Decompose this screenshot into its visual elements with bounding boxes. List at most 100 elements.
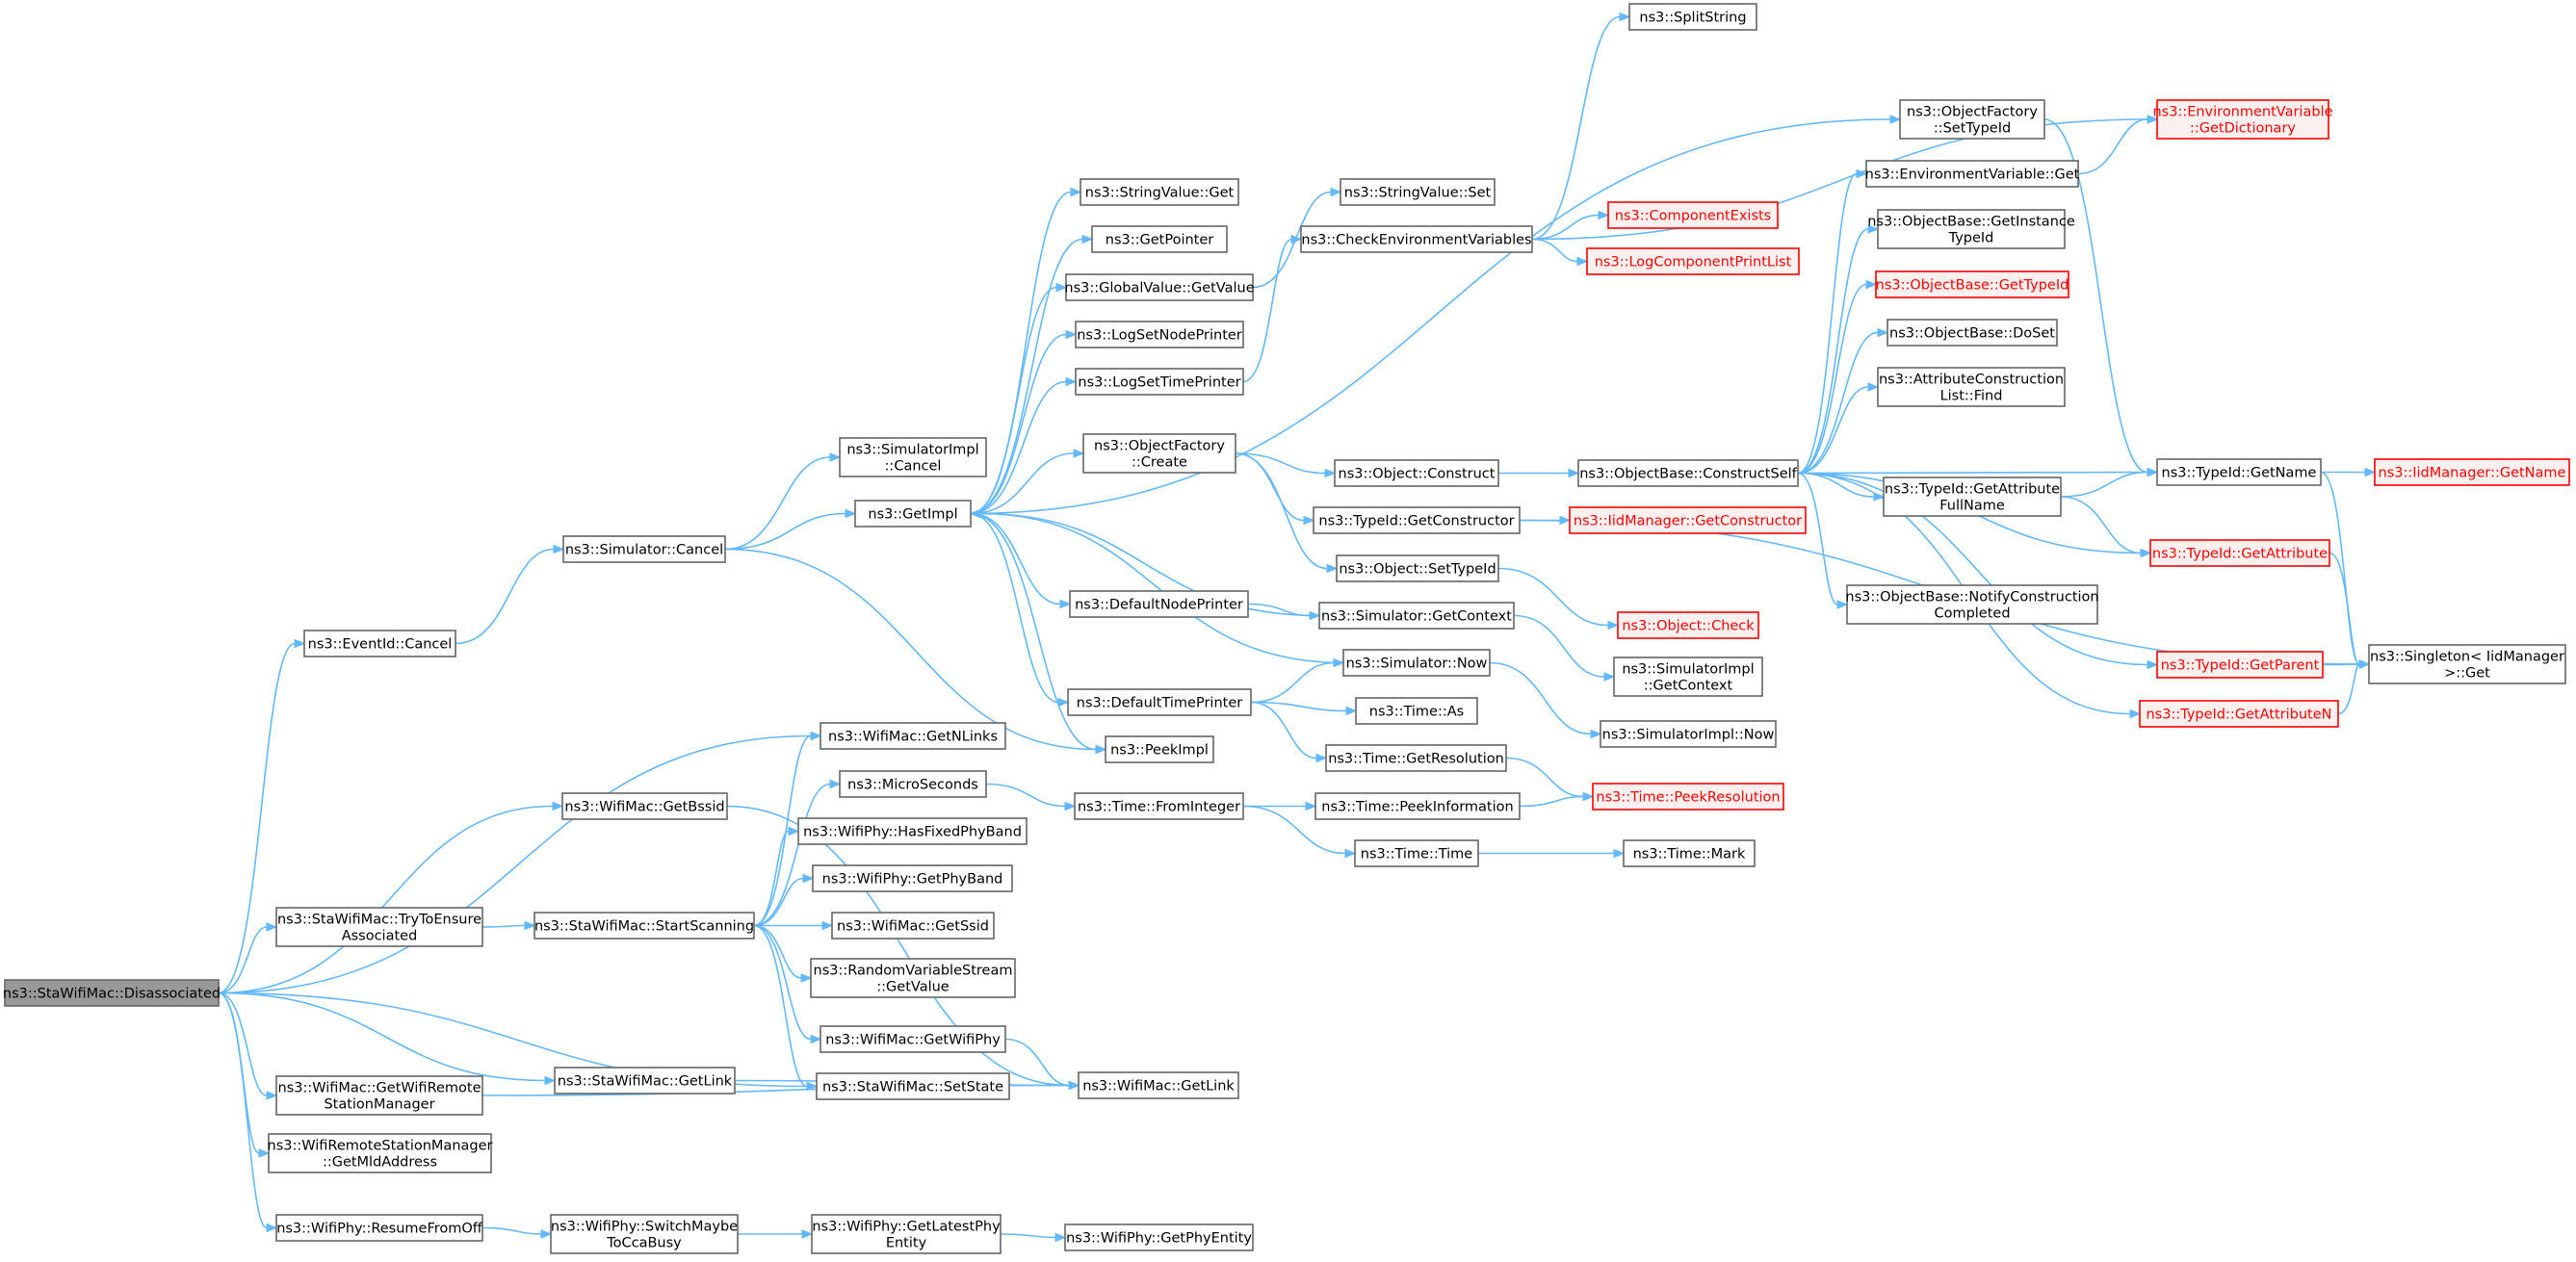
edge-objectfactory-create-to-typeid-getconstructor — [1235, 452, 1305, 522]
node-logcomponentprintlist[interactable]: ns3::LogComponentPrintList — [1586, 247, 1800, 275]
node-objectbase-gettypeid[interactable]: ns3::ObjectBase::GetTypeId — [1875, 270, 2069, 298]
node-typeid-getname[interactable]: ns3::TypeId::GetName — [2156, 458, 2322, 486]
node-wifimac-getbssid[interactable]: ns3::WifiMac::GetBssid — [561, 792, 728, 820]
node-setstate[interactable]: ns3::StaWifiMac::SetState — [816, 1072, 1010, 1100]
node-splitstring[interactable]: ns3::SplitString — [1628, 3, 1757, 31]
node-startscanning[interactable]: ns3::StaWifiMac::StartScanning — [533, 912, 755, 940]
edge-logsettimeprinter-to-checkenvvars — [1242, 238, 1292, 383]
node-time-peekinformation[interactable]: ns3::Time::PeekInformation — [1314, 792, 1521, 820]
node-typeid-getconstructor[interactable]: ns3::TypeId::GetConstructor — [1313, 506, 1521, 534]
node-label: ns3::TypeId::GetParent — [2161, 658, 2320, 674]
node-constructself[interactable]: ns3::ObjectBase::ConstructSelf — [1577, 459, 1799, 487]
node-iidmanager-getconstructor[interactable]: ns3::IidManager::GetConstructor — [1569, 506, 1807, 534]
node-getwifiphy[interactable]: ns3::WifiMac::GetWifiPhy — [820, 1025, 1006, 1053]
node-componentexists[interactable]: ns3::ComponentExists — [1607, 201, 1779, 229]
node-objectbase-doset[interactable]: ns3::ObjectBase::DoSet — [1886, 319, 2058, 347]
edge-arrowhead — [1877, 327, 1889, 338]
edge-arrowhead — [802, 873, 815, 884]
node-stringvalue-get[interactable]: ns3::StringValue::Get — [1080, 178, 1239, 206]
node-envvar-get[interactable]: ns3::EnvironmentVariable::Get — [1865, 160, 2080, 188]
node-getpointer[interactable]: ns3::GetPointer — [1091, 225, 1228, 253]
node-simimpl-cancel[interactable]: ns3::SimulatorImpl::Cancel — [839, 437, 987, 477]
node-getnlinks[interactable]: ns3::WifiMac::GetNLinks — [820, 722, 1006, 750]
node-box — [1065, 273, 1254, 301]
node-getimpl[interactable]: ns3::GetImpl — [854, 500, 972, 528]
node-globalvalue-getvalue[interactable]: ns3::GlobalValue::GetValue — [1064, 273, 1255, 301]
node-defaulttimeprinter[interactable]: ns3::DefaultTimePrinter — [1067, 688, 1252, 716]
node-box — [2139, 700, 2339, 728]
node-typeid-getparent[interactable]: ns3::TypeId::GetParent — [2156, 651, 2324, 679]
node-label: ns3::IidManager::GetName — [2379, 466, 2566, 481]
edge-arrowhead — [1344, 848, 1357, 859]
node-typeid-getattributen[interactable]: ns3::TypeId::GetAttributeN — [2139, 700, 2339, 728]
node-label: ::Create — [1132, 455, 1187, 471]
node-eventid-cancel[interactable]: ns3::EventId::Cancel — [303, 630, 456, 657]
node-getphyband[interactable]: ns3::WifiPhy::GetPhyBand — [812, 864, 1013, 892]
node-time-frominteger[interactable]: ns3::Time::FromInteger — [1074, 792, 1244, 820]
node-checkenvvars[interactable]: ns3::CheckEnvironmentVariables — [1300, 225, 1533, 253]
node-logsettimeprinter[interactable]: ns3::LogSetTimePrinter — [1075, 368, 1244, 396]
node-label: ns3::DefaultTimePrinter — [1077, 696, 1242, 711]
node-iidmanager-getname[interactable]: ns3::IidManager::GetName — [2374, 458, 2570, 486]
node-simimpl-getcontext[interactable]: ns3::SimulatorImpl::GetContext — [1613, 657, 1763, 697]
node-simulator-now[interactable]: ns3::Simulator::Now — [1342, 649, 1491, 677]
node-simulator-cancel[interactable]: ns3::Simulator::Cancel — [562, 535, 726, 563]
edge-disassociated-to-stawifimac-getlink — [218, 992, 546, 1082]
node-notifyconstruction[interactable]: ns3::ObjectBase::NotifyConstructionCompl… — [1845, 584, 2099, 625]
node-time-getresolution[interactable]: ns3::Time::GetResolution — [1325, 744, 1507, 772]
node-label: ns3::Time::As — [1369, 705, 1464, 720]
edge-arrowhead — [1326, 563, 1339, 574]
node-microseconds[interactable]: ns3::MicroSeconds — [839, 770, 987, 798]
node-rvs-getvalue[interactable]: ns3::RandomVariableStream::GetValue — [810, 958, 1016, 998]
node-simimpl-now[interactable]: ns3::SimulatorImpl::Now — [1600, 720, 1777, 748]
node-hasfixedphyband[interactable]: ns3::WifiPhy::HasFixedPhyBand — [797, 817, 1028, 845]
node-peekimpl[interactable]: ns3::PeekImpl — [1105, 735, 1214, 763]
node-getmldaddress[interactable]: ns3::WifiRemoteStationManager::GetMldAdd… — [268, 1133, 493, 1173]
node-simulator-getcontext[interactable]: ns3::Simulator::GetContext — [1318, 602, 1515, 630]
node-label: ::GetMldAddress — [323, 1155, 437, 1171]
node-time-peekresolution[interactable]: ns3::Time::PeekResolution — [1592, 783, 1784, 811]
node-time-mark[interactable]: ns3::Time::Mark — [1623, 839, 1756, 867]
node-object-settypeid[interactable]: ns3::Object::SetTypeId — [1336, 554, 1499, 582]
node-getssid[interactable]: ns3::WifiMac::GetSsid — [831, 912, 995, 940]
edge-arrowhead — [1345, 706, 1358, 716]
node-label: ns3::WifiPhy::SwitchMaybe — [551, 1220, 738, 1235]
node-wifimac-getlink[interactable]: ns3::WifiMac::GetLink — [1078, 1071, 1239, 1099]
node-box — [1318, 602, 1515, 630]
node-label: ns3::ObjectFactory — [1907, 105, 2038, 120]
node-time-time[interactable]: ns3::Time::Time — [1354, 839, 1479, 867]
node-envvar-getdictionary[interactable]: ns3::EnvironmentVariable::GetDictionary — [2152, 99, 2333, 140]
node-label: ns3::Time::PeekResolution — [1596, 790, 1780, 806]
node-stawifimac-getlink[interactable]: ns3::StaWifiMac::GetLink — [554, 1067, 736, 1095]
node-resumefromoff[interactable]: ns3::WifiPhy::ResumeFromOff — [275, 1214, 483, 1242]
node-object-check[interactable]: ns3::Object::Check — [1617, 611, 1759, 639]
node-object-construct[interactable]: ns3::Object::Construct — [1334, 459, 1499, 487]
edge-startscanning-to-getwifiphy — [753, 924, 812, 1041]
node-label: ::Cancel — [885, 459, 942, 475]
edge-arrowhead — [1315, 753, 1328, 763]
node-objectfactory-settypeid[interactable]: ns3::ObjectFactory::SetTypeId — [1899, 99, 2045, 140]
node-objectfactory-create[interactable]: ns3::ObjectFactory::Create — [1082, 433, 1236, 474]
edge-arrowhead — [821, 920, 834, 931]
edge-arrowhead — [2147, 659, 2159, 670]
node-stringvalue-set[interactable]: ns3::StringValue::Set — [1340, 178, 1496, 206]
node-singleton-get[interactable]: ns3::Singleton< IidManager>::Get — [2368, 644, 2566, 684]
edge-time-peekinformation-to-time-peekresolution — [1519, 795, 1584, 808]
node-defaultnodeprinter[interactable]: ns3::DefaultNodePrinter — [1069, 590, 1249, 618]
node-typeid-getattribute[interactable]: ns3::TypeId::GetAttribute — [2149, 539, 2330, 567]
node-label: ns3::StringValue::Set — [1344, 186, 1492, 201]
node-getwifiremote[interactable]: ns3::WifiMac::GetWifiRemoteStationManage… — [275, 1075, 483, 1116]
node-logsetnodeprinter[interactable]: ns3::LogSetNodePrinter — [1075, 321, 1244, 348]
node-time-as[interactable]: ns3::Time::As — [1355, 697, 1478, 725]
node-label: ns3::StaWifiMac::Disassociated — [3, 987, 221, 1002]
node-getphyentity[interactable]: ns3::WifiPhy::GetPhyEntity — [1064, 1223, 1254, 1251]
node-disassociated[interactable]: ns3::StaWifiMac::Disassociated — [3, 979, 221, 1007]
edge-disassociated-to-eventid-cancel — [218, 642, 296, 994]
edge-envvar-get-to-envvar-getdictionary — [2077, 118, 2148, 175]
